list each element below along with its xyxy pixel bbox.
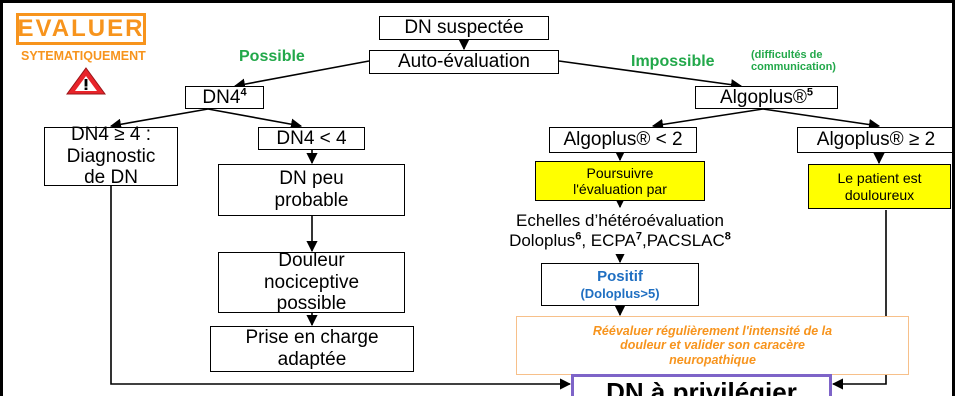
connector-arrows — [109, 38, 887, 390]
arrow-algoplus-to-lt2 — [651, 108, 764, 130]
dn4-ge4-node: DN4 ≥ 4 : Diagnostic de DN — [44, 124, 178, 188]
impossible-note: (difficultés de communication) — [751, 49, 836, 74]
arrow-algoplus-to-ge2 — [762, 108, 881, 131]
reevaluer-node: Réévaluer régulièrement l'intensité de l… — [516, 316, 909, 375]
poursuivre-evaluation-node: Poursuivre l'évaluation par — [535, 161, 705, 201]
prise-en-charge-node: Prise en charge adaptée — [210, 326, 414, 372]
arrow-auto-to-algoplus — [558, 60, 743, 91]
dn4-node: DN44 — [185, 86, 264, 109]
algoplus-lt2-node: Algoplus® < 2 — [549, 127, 697, 153]
arrow-auto-to-dn4 — [233, 60, 370, 90]
auto-evaluation-node: Auto-évaluation — [369, 50, 559, 74]
possible-label: Possible — [239, 48, 305, 65]
patient-douloureux-node: Le patient est douloureux — [808, 164, 951, 209]
arrow-patient-to-privilegier — [831, 210, 887, 390]
warning-triangle-icon — [66, 67, 106, 95]
echelles-heteroevaluation-node: Echelles d’hétéroévaluation Doloplus6, E… — [451, 208, 789, 254]
arrow-dn4-to-lt4 — [207, 108, 303, 130]
arrow-ge4-to-privilegier — [110, 186, 572, 390]
evaluer-badge: EVALUER — [16, 13, 146, 45]
systematiquement-label: SYTEMATIQUEMENT — [21, 49, 146, 63]
dn-privilegier-node: DN à privilégier — [571, 374, 832, 396]
arrow-dn4-to-ge4 — [109, 108, 209, 130]
dn-suspectee-node: DN suspectée — [379, 16, 549, 40]
douleur-nociceptive-node: Douleur nociceptive possible — [218, 250, 405, 314]
impossible-label: Impossible — [631, 53, 715, 70]
positif-node: Positif (Doloplus>5) — [541, 263, 699, 306]
dn-peu-probable-node: DN peu probable — [218, 164, 405, 216]
algoplus-ge2-node: Algoplus® ≥ 2 — [797, 127, 952, 153]
dn4-lt4-node: DN4 < 4 — [258, 127, 365, 150]
algoplus-node: Algoplus®5 — [695, 86, 838, 109]
